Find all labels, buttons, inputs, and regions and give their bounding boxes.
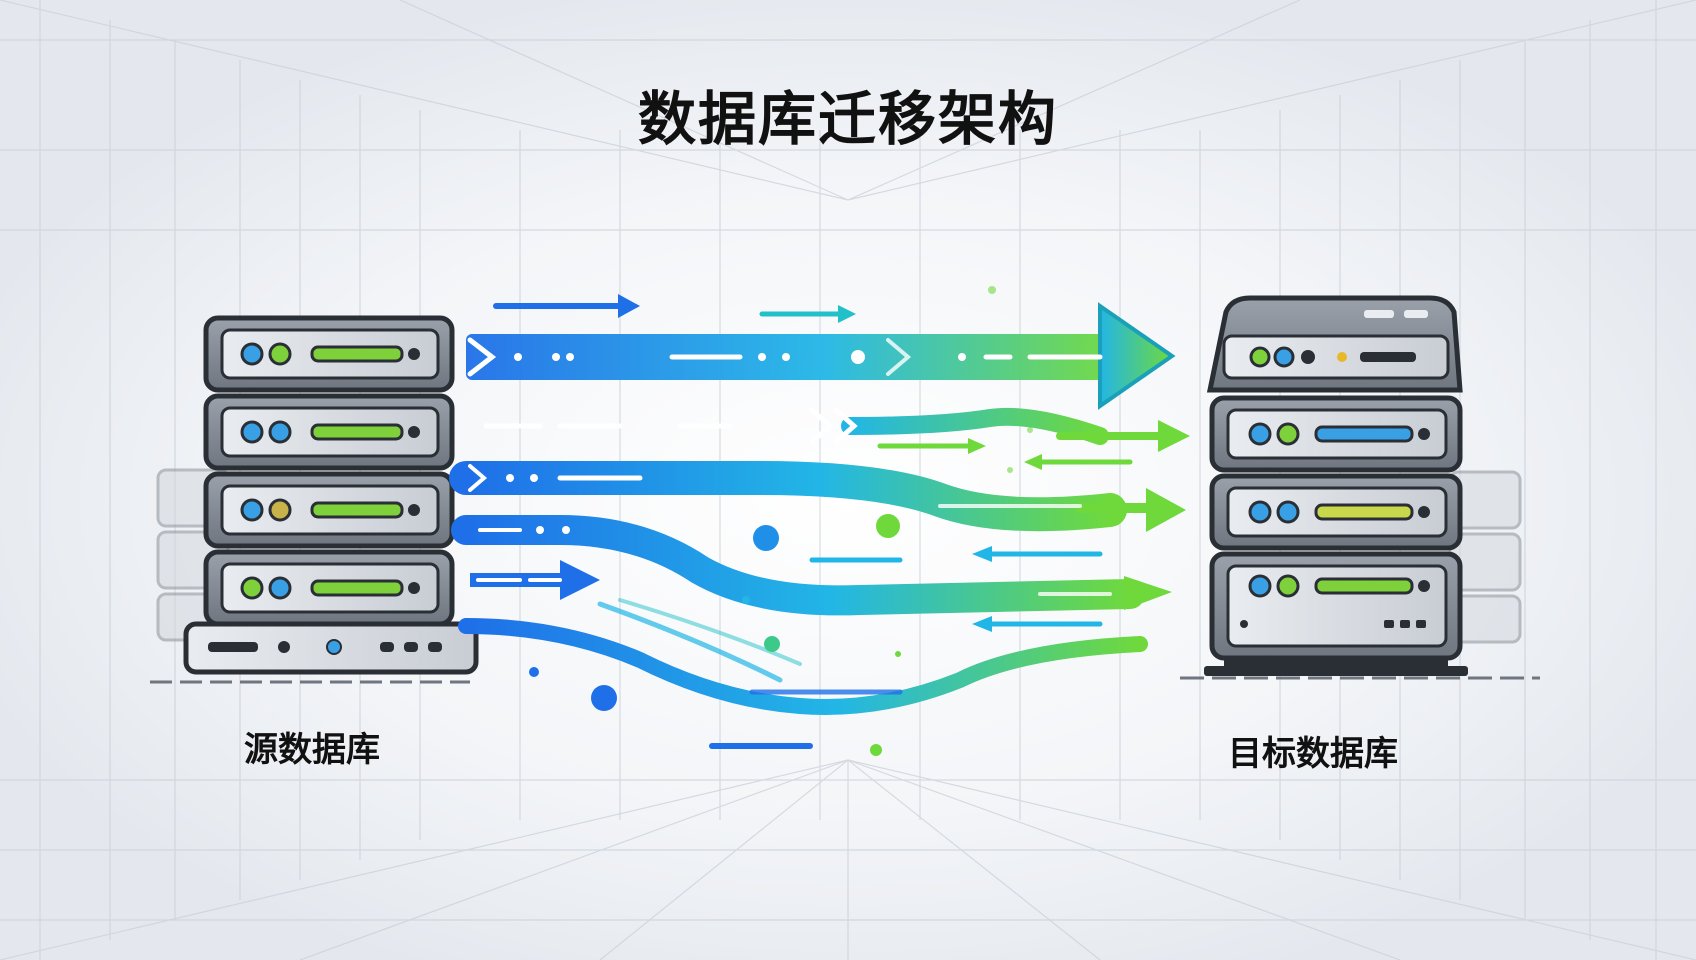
source-database-label: 源数据库 [244, 730, 380, 770]
target-database-label: 目标数据库 [1228, 734, 1398, 774]
diagram-title: 数据库迁移架构 [637, 85, 1058, 153]
data-particles [529, 286, 1033, 756]
target-database-server [1180, 295, 1540, 680]
source-database-server [150, 315, 479, 684]
data-flow-arrows [449, 294, 1190, 749]
